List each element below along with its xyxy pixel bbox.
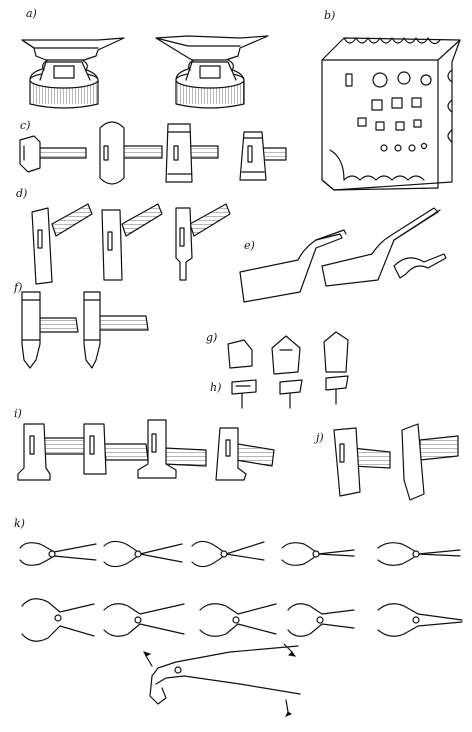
fuller-f1 [21,291,79,369]
hammer-i2 [83,423,149,475]
hammer-c4 [239,131,287,181]
tool-g3 [323,331,349,373]
flatter-e2 [321,207,441,287]
tongs-k11-long [143,643,301,717]
tongs-k8 [199,603,277,637]
label-g: g) [206,331,218,344]
tongs-k9 [287,603,355,637]
tongs-k7 [103,603,185,637]
tool-g2 [271,335,301,375]
fuller-f2 [83,291,149,369]
swage-block-drawing [321,37,461,191]
label-a: a) [26,7,37,20]
label-e: e) [244,239,255,252]
label-i: i) [14,407,22,420]
anvil-drawing-1 [21,37,125,109]
hammer-i4 [215,427,275,481]
tool-h3 [325,375,349,405]
tongs-k6 [21,598,95,642]
label-j: j) [316,431,324,444]
flatter-e1 [239,229,347,303]
tool-g1 [227,339,253,369]
label-f: f) [14,281,23,294]
hammer-j2 [401,423,459,501]
hammer-i3 [137,419,207,479]
label-k: k) [14,517,25,530]
tongs-k3 [191,540,265,568]
tongs-k5 [377,542,461,566]
hammer-j1 [333,427,391,497]
tongs-k4 [281,542,355,566]
flatter-e3 [393,253,447,279]
hammer-c1 [19,135,87,173]
tool-h2 [279,379,303,409]
tool-h1 [231,379,257,409]
hammer-d3 [175,203,231,281]
hammer-c2 [99,121,163,185]
label-d: d) [16,187,28,200]
tongs-k2 [103,540,183,568]
tongs-k1 [19,542,97,566]
hammer-c3 [165,123,219,183]
label-c: c) [20,119,31,132]
label-h: h) [210,381,222,394]
hammer-d2 [101,203,163,281]
tongs-k10 [377,603,463,637]
hammer-d1 [31,203,93,285]
label-b: b) [324,9,336,22]
hammer-i1 [17,423,89,481]
anvil-drawing-2 [155,35,269,109]
